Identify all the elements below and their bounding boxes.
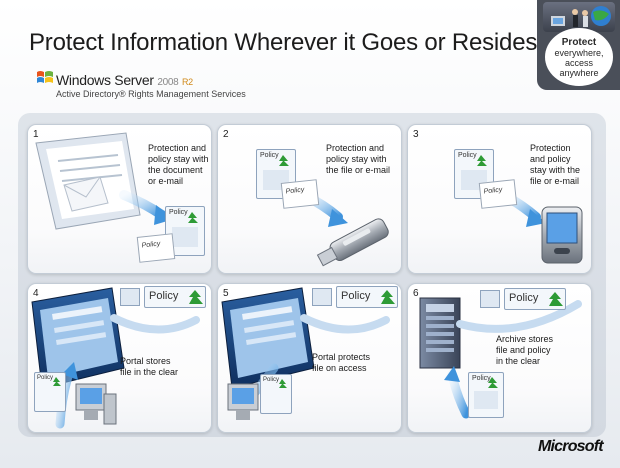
- policy-banner: Policy: [336, 286, 398, 308]
- panel-caption: Portal stores file in the clear: [120, 356, 178, 378]
- logo-release: R2: [181, 77, 193, 87]
- panel-caption: Protection and policy stay with the file…: [530, 143, 580, 187]
- logo-version: 2008: [157, 77, 179, 88]
- caption-line: stay with the: [530, 165, 581, 175]
- logo-product: Active Directory® Rights Management Serv…: [56, 89, 246, 99]
- policy-card-icon: Policy: [136, 233, 176, 263]
- panel-caption: Portal protects file on access: [312, 352, 370, 374]
- protect-badge: Protect everywhere, access anywhere: [537, 0, 620, 90]
- caption-line: in the clear: [496, 356, 541, 366]
- mobile-device-illustration: [499, 190, 583, 264]
- scenario-panel-1: 1 Policy Policy Protection and policy st…: [27, 124, 212, 274]
- portal-illustration: [31, 287, 200, 429]
- caption-line: file or e-mail: [530, 176, 580, 186]
- panel-number: 1: [33, 129, 39, 140]
- panel-number: 4: [33, 288, 39, 299]
- policy-label: Policy: [263, 377, 280, 383]
- policy-label: Policy: [509, 292, 539, 304]
- photo-thumbnail-icon: [480, 290, 500, 308]
- caption-line: policy stay with: [326, 154, 387, 164]
- policy-label: Policy: [169, 209, 188, 216]
- policy-banner: Policy: [504, 288, 566, 310]
- policy-card-label: Policy: [285, 186, 305, 196]
- windows-server-logo: Windows Server 2008 R2 Active Directory®…: [37, 71, 246, 99]
- caption-line: Archive stores: [496, 334, 554, 344]
- panel-number: 6: [413, 288, 419, 299]
- panel-caption: Protection and policy stay with the docu…: [148, 143, 209, 187]
- caption-line: file on access: [312, 363, 367, 373]
- document-email-illustration: [35, 132, 174, 230]
- policy-label: Policy: [341, 290, 371, 302]
- badge-line-3: access: [564, 57, 593, 68]
- panel-caption: Protection and policy stay with the file…: [326, 143, 390, 176]
- panel-number: 2: [223, 129, 229, 140]
- panel-number: 5: [223, 288, 229, 299]
- caption-line: file in the clear: [120, 367, 179, 377]
- caption-line: the document: [148, 165, 203, 175]
- windows-flag-icon: [37, 71, 53, 83]
- policy-file-icon: Policy: [260, 374, 292, 414]
- scenario-panel-6: 6 Policy Policy Archive stores file and …: [407, 283, 592, 433]
- caption-line: Portal stores: [120, 356, 171, 366]
- policy-label: Policy: [37, 375, 54, 381]
- caption-line: Protection and: [326, 143, 385, 153]
- policy-banner: Policy: [144, 286, 206, 308]
- people-devices-illustration: [543, 2, 615, 32]
- policy-label: Policy: [458, 152, 477, 159]
- scenario-panel-3: 3 Policy Policy Protection and policy st…: [407, 124, 592, 274]
- caption-line: policy stay with: [148, 154, 209, 164]
- caption-line: or e-mail: [148, 176, 184, 186]
- badge-circle: Protect everywhere, access anywhere: [545, 28, 613, 86]
- badge-line-1: Protect: [561, 36, 597, 48]
- policy-label: Policy: [472, 375, 491, 382]
- scenario-panel-5: 5 Policy Policy Portal protects file on …: [217, 283, 402, 433]
- policy-card-label: Policy: [483, 186, 503, 196]
- policy-label: Policy: [260, 152, 279, 159]
- panel-caption: Archive stores file and policy in the cl…: [496, 334, 553, 367]
- panel-number: 3: [413, 129, 419, 140]
- caption-line: the file or e-mail: [326, 165, 391, 175]
- policy-card-icon: Policy: [280, 179, 320, 209]
- caption-line: Protection and: [148, 143, 207, 153]
- archive-server-illustration: [419, 297, 582, 419]
- policy-card-label: Policy: [141, 240, 161, 250]
- caption-line: Portal protects: [312, 352, 371, 362]
- caption-line: and policy: [530, 154, 571, 164]
- caption-line: Protection: [530, 143, 571, 153]
- portal-protection-illustration: [221, 287, 390, 420]
- logo-brand: Windows Server: [56, 72, 154, 88]
- photo-thumbnail-icon: [120, 288, 140, 306]
- microsoft-logo: Microsoft: [538, 438, 604, 455]
- scenario-panel-4: 4 Policy Policy Portal stores file in th…: [27, 283, 212, 433]
- policy-file-icon: Policy: [468, 372, 504, 418]
- policy-card-icon: Policy: [478, 179, 518, 209]
- scenario-panel-2: 2 Policy Policy Protection and policy st…: [217, 124, 402, 274]
- badge-line-2: everywhere,: [554, 47, 604, 58]
- badge-line-4: anywhere: [559, 67, 599, 78]
- caption-line: file and policy: [496, 345, 551, 355]
- photo-thumbnail-icon: [312, 288, 332, 306]
- policy-label: Policy: [149, 290, 179, 302]
- policy-file-icon: Policy: [34, 372, 66, 412]
- page-title: Protect Information Wherever it Goes or …: [29, 29, 538, 56]
